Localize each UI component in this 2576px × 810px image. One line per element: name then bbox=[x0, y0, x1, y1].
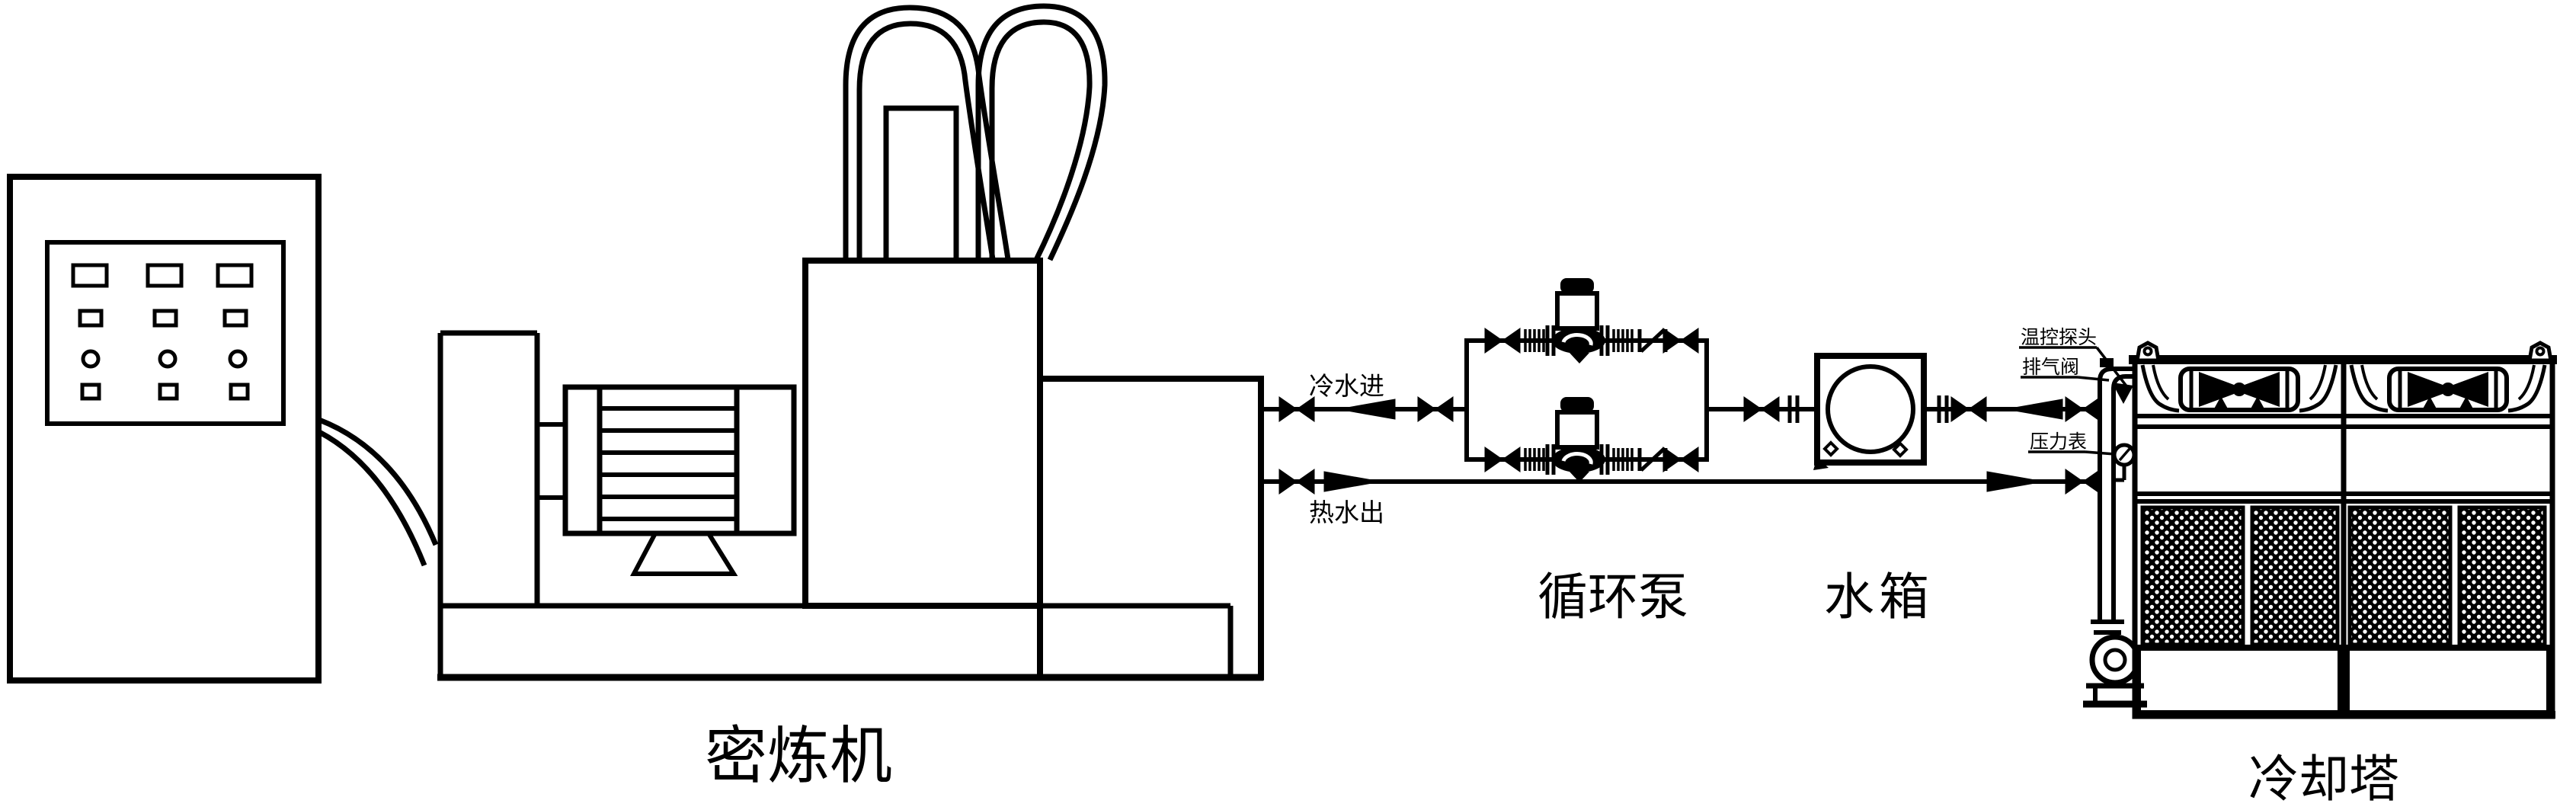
control-cable bbox=[318, 417, 439, 546]
leader-line bbox=[2077, 376, 2110, 382]
valve-icon bbox=[1278, 469, 1315, 495]
water-tank-label: 水箱 bbox=[1824, 570, 1934, 626]
air-vent-label: 排气阀 bbox=[2022, 357, 2079, 378]
leader-line bbox=[2085, 450, 2116, 456]
panel-button bbox=[146, 263, 184, 288]
valve-icon bbox=[1950, 396, 1987, 422]
mixer-label: 密炼机 bbox=[705, 722, 892, 791]
temp-probe-icon bbox=[2112, 383, 2133, 404]
tank-weld-mark bbox=[1813, 457, 1829, 470]
leader-line bbox=[2095, 346, 2129, 389]
fan-icon bbox=[2142, 365, 2336, 411]
panel-button bbox=[158, 383, 179, 401]
cabinet-body bbox=[7, 174, 322, 684]
valve-icon bbox=[2065, 469, 2101, 495]
panel-buttons bbox=[71, 263, 254, 401]
circulation-pump-group bbox=[1452, 278, 1745, 482]
mixer-left-column bbox=[437, 330, 540, 677]
control-cable bbox=[318, 429, 427, 567]
pump-branch-bottom bbox=[1485, 397, 1698, 482]
callout-temp-probe: 温控探头 bbox=[2019, 327, 2129, 389]
hot-water-pipe bbox=[1261, 469, 2101, 495]
panel-button bbox=[80, 383, 101, 401]
panel-button bbox=[152, 309, 178, 328]
pressure-gauge-label: 压力表 bbox=[2030, 431, 2087, 453]
mixer-body-block bbox=[1037, 376, 1264, 680]
cooling-tower-label: 冷却塔 bbox=[2248, 752, 2399, 808]
diagram-labels: 密炼机 循环泵 水箱 冷却塔 冷水进 热水出 温控探头 排气阀 压力表 bbox=[705, 327, 2399, 808]
flow-arrow-icon bbox=[1323, 471, 1381, 492]
lifting-lug-icon bbox=[2530, 343, 2551, 360]
panel-lamp bbox=[158, 349, 178, 369]
callout-pressure-gauge: 压力表 bbox=[2028, 431, 2116, 456]
manhole-circle bbox=[1826, 364, 1915, 454]
tank-fitting-icon bbox=[1892, 441, 1909, 458]
valve-icon bbox=[1743, 396, 1780, 422]
circulation-pump-label: 循环泵 bbox=[1538, 570, 1688, 626]
pump-branch-top bbox=[1485, 278, 1698, 363]
panel-button bbox=[222, 309, 248, 328]
hot-water-out-label: 热水出 bbox=[1309, 499, 1384, 527]
flow-arrow-icon bbox=[1986, 471, 2044, 492]
cooling-tower bbox=[2129, 343, 2557, 719]
mixer-base bbox=[437, 603, 1263, 681]
panel-button bbox=[216, 263, 254, 288]
flow-arrow-icon bbox=[1338, 399, 1396, 420]
panel-lamp bbox=[81, 349, 101, 369]
pressure-gauge-icon bbox=[2112, 443, 2136, 482]
flow-arrow-icon bbox=[2005, 399, 2063, 420]
control-cabinet bbox=[7, 174, 439, 684]
cold-water-pipe bbox=[1261, 395, 2101, 423]
motor-bracket bbox=[535, 422, 568, 500]
panel-button bbox=[71, 263, 109, 288]
valve-icon bbox=[1417, 396, 1454, 422]
valve-icon bbox=[2065, 396, 2101, 422]
cabinet-panel bbox=[45, 240, 286, 426]
panel-button bbox=[229, 383, 250, 401]
mixer-machine bbox=[437, 3, 1264, 681]
motor-pedestal bbox=[630, 531, 738, 576]
drive-motor bbox=[535, 384, 797, 576]
panel-button bbox=[78, 309, 104, 328]
hose-loops bbox=[843, 3, 1108, 261]
tank-fitting-icon bbox=[1822, 440, 1839, 457]
mixer-press-tower bbox=[802, 258, 1043, 609]
callout-air-vent: 排气阀 bbox=[2021, 357, 2110, 382]
fill-mesh bbox=[2140, 505, 2547, 647]
tower-basin bbox=[2133, 645, 2555, 719]
temp-probe-label: 温控探头 bbox=[2021, 327, 2097, 348]
ram-cylinder bbox=[883, 105, 959, 264]
fan-icon bbox=[2351, 365, 2545, 411]
panel-lamp bbox=[228, 349, 248, 369]
water-tank bbox=[1813, 353, 1927, 470]
lifting-lug-icon bbox=[2137, 343, 2158, 360]
cold-water-in-label: 冷水进 bbox=[1309, 373, 1384, 401]
